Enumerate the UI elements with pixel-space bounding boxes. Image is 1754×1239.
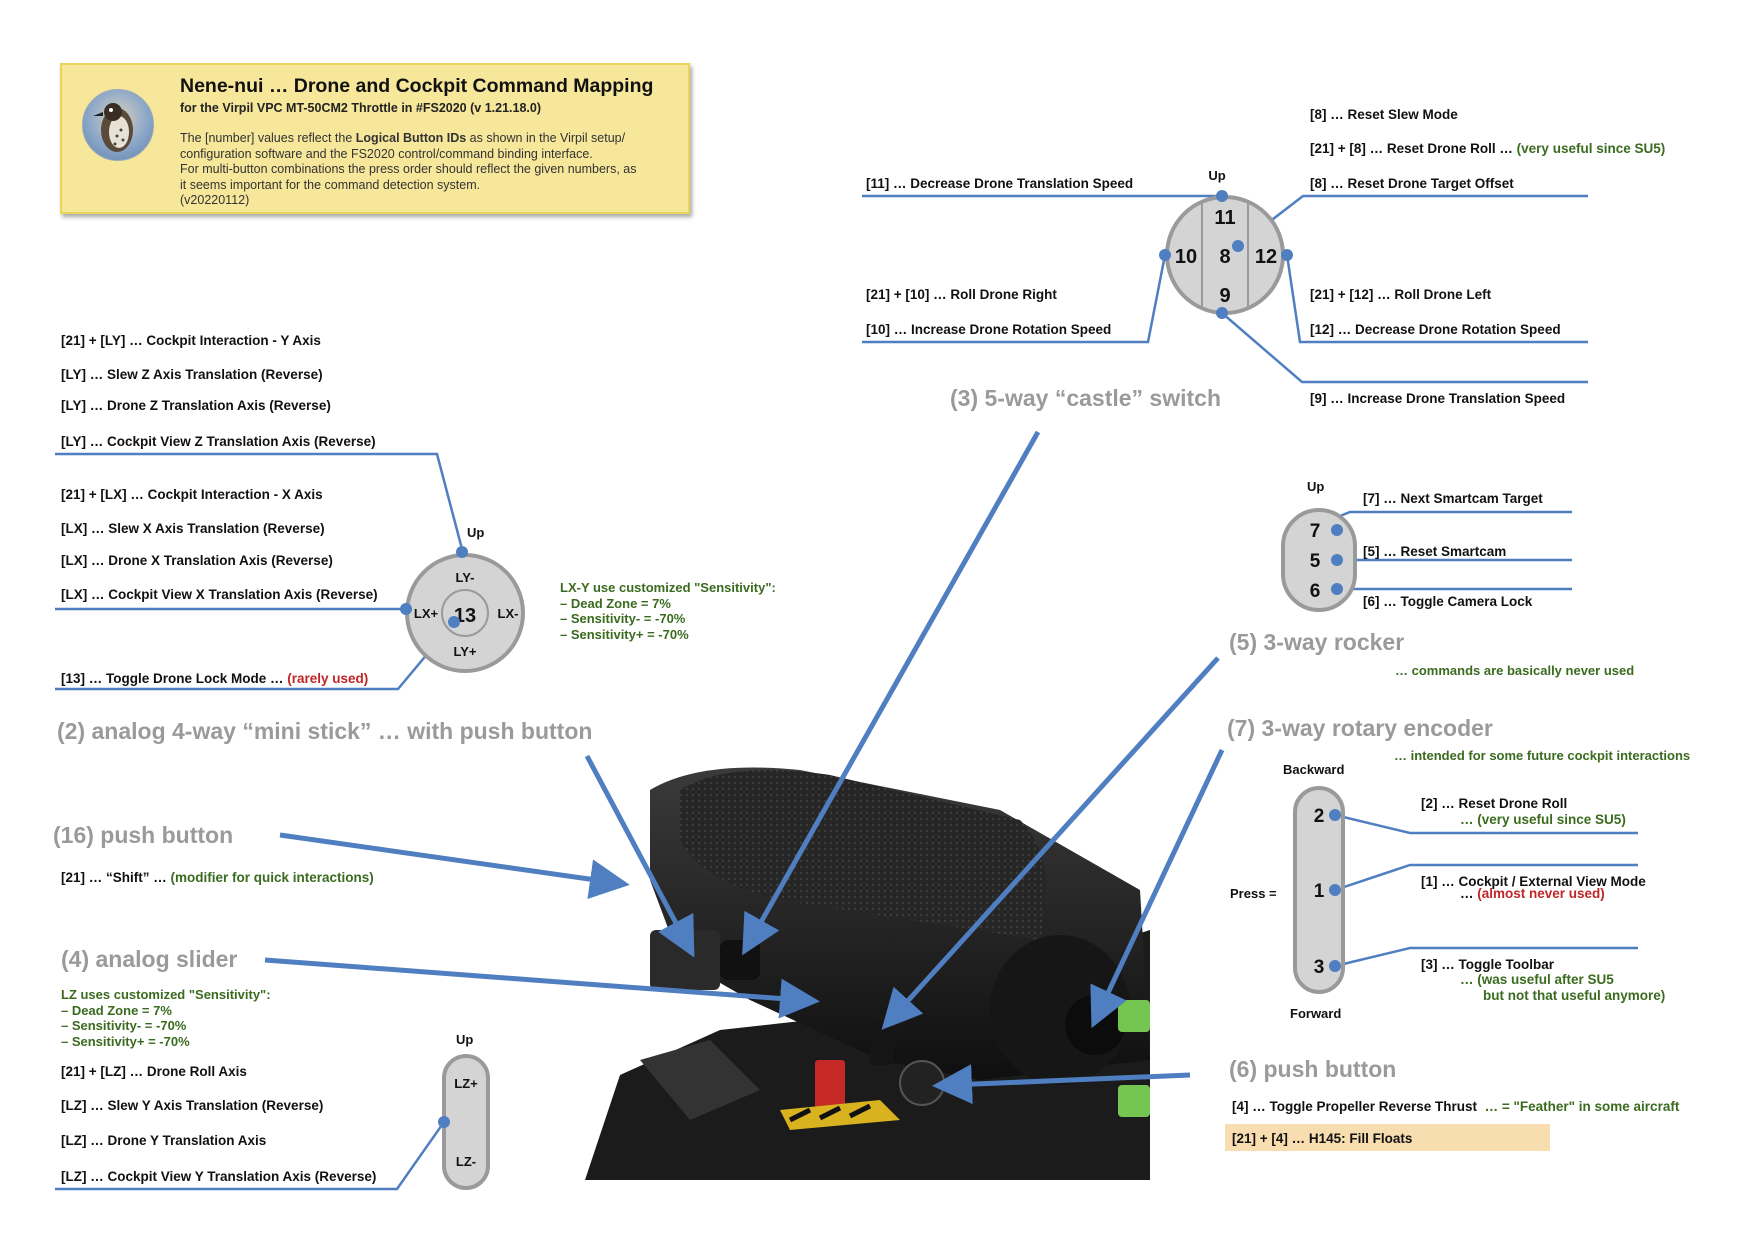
header-description: The [number] values reflect the Logical … <box>180 131 637 207</box>
encoder-cmd-3-note-1: … (was useful after SU5 <box>1460 972 1614 987</box>
slider-sensitivity-note: LZ uses customized "Sensitivity": – Dead… <box>61 987 271 1049</box>
ministick-cmd-ly-drone: [LY] … Drone Z Translation Axis (Reverse… <box>61 398 331 413</box>
slider-bottom-label: LZ- <box>456 1154 476 1169</box>
encoder-cmd-1-note: … (almost never used) <box>1460 886 1605 901</box>
page-subtitle: for the Virpil VPC MT-50CM2 Throttle in … <box>180 101 541 115</box>
rocker-section-title: (5) 3-way rocker <box>1229 629 1405 655</box>
ministick-section-title: (2) analog 4-way “mini stick” … with pus… <box>57 718 593 744</box>
ministick-right-label: LX- <box>498 606 519 621</box>
castle-cmd-21-10: [21] + [10] … Roll Drone Right <box>866 287 1057 302</box>
ministick-cmd-13: [13] … Toggle Drone Lock Mode … (rarely … <box>61 671 369 686</box>
push6-cmd-4: [4] … Toggle Propeller Reverse Thrust … … <box>1232 1099 1680 1114</box>
ministick-cmd-lx-drone: [LX] … Drone X Translation Axis (Reverse… <box>61 553 333 568</box>
castle-cmd-8-slew: [8] … Reset Slew Mode <box>1310 107 1458 122</box>
rocker-top-id: 7 <box>1310 521 1321 542</box>
ministick-bottom-label: LY+ <box>453 644 476 659</box>
castle-center-id: 8 <box>1219 246 1230 268</box>
rocker-up-label: Up <box>1307 479 1325 494</box>
slider-cmd-lz-slew: [LZ] … Slew Y Axis Translation (Reverse) <box>61 1098 324 1113</box>
throttle-photo <box>585 767 1150 1180</box>
push6-cmd-21-4: [21] + [4] … H145: Fill Floats <box>1232 1131 1413 1146</box>
slider-cmd-lz-drone: [LZ] … Drone Y Translation Axis <box>61 1133 267 1148</box>
slider-section-title: (4) analog slider <box>61 946 238 972</box>
rocker-mid-id: 5 <box>1310 551 1321 572</box>
ministick-cmd-ly-slew: [LY] … Slew Z Axis Translation (Reverse) <box>61 367 323 382</box>
castle-up-id: 11 <box>1214 207 1235 229</box>
push16-section-title: (16) push button <box>53 822 234 848</box>
castle-cmd-21-12: [21] + [12] … Roll Drone Left <box>1310 287 1492 302</box>
highlight-box <box>1225 1124 1550 1151</box>
encoder-cmd-1: [1] … Cockpit / External View Mode <box>1421 874 1646 889</box>
rotary-encoder: 2 1 3 <box>1293 786 1345 994</box>
encoder-section-title: (7) 3-way rotary encoder <box>1227 715 1493 741</box>
castle-cmd-12: [12] … Decrease Drone Rotation Speed <box>1310 322 1561 337</box>
slider-up-label: Up <box>456 1032 474 1047</box>
rocker-switch: 7 5 6 <box>1281 508 1357 612</box>
rocker-cmd-5: [5] … Reset Smartcam <box>1363 544 1507 559</box>
castle-cmd-11: [11] … Decrease Drone Translation Speed <box>866 176 1134 191</box>
castle-down-id: 9 <box>1219 285 1230 307</box>
slider-top-label: LZ+ <box>454 1076 478 1091</box>
ministick-left-label: LX+ <box>414 606 439 621</box>
castle-left-id: 10 <box>1175 246 1197 268</box>
green-led-icon <box>1118 1000 1150 1032</box>
push16-cmd-21: [21] … “Shift” … (modifier for quick int… <box>61 870 374 885</box>
eagle-avatar-icon <box>82 89 154 161</box>
red-switch-icon <box>815 1060 845 1110</box>
encoder-cmd-3: [3] … Toggle Toolbar <box>1421 957 1554 972</box>
encoder-top-id: 2 <box>1314 806 1325 827</box>
rocker-note: … commands are basically never used <box>1395 663 1635 678</box>
rocker-bottom-id: 6 <box>1310 581 1321 602</box>
castle-cmd-21-8: [21] + [8] … Reset Drone Roll … (very us… <box>1310 141 1666 156</box>
encoder-cmd-2: [2] … Reset Drone Roll <box>1421 796 1568 811</box>
pointer-arrows <box>264 430 1225 1105</box>
ministick-cmd-lx-view: [LX] … Cockpit View X Translation Axis (… <box>61 587 378 602</box>
encoder-cmd-3-note-2: but not that useful anymore) <box>1483 988 1666 1003</box>
page-title: Nene-nui … Drone and Cockpit Command Map… <box>180 75 654 97</box>
castle-cmd-9: [9] … Increase Drone Translation Speed <box>1310 391 1566 406</box>
encoder-bottom-id: 3 <box>1314 957 1325 978</box>
ministick-sensitivity-note: LX-Y use customized "Sensitivity": – Dea… <box>560 580 776 642</box>
encoder-cmd-2-note: … (very useful since SU5) <box>1460 812 1626 827</box>
encoder-press-label: Press = <box>1230 886 1277 901</box>
ministick-top-label: LY- <box>455 570 474 585</box>
castle-up-label: Up <box>1208 168 1226 183</box>
castle-section-title: (3) 5-way “castle” switch <box>950 385 1221 411</box>
slider-cmd-21-lz: [21] + [LZ] … Drone Roll Axis <box>61 1064 247 1079</box>
ministick-cmd-lx-slew: [LX] … Slew X Axis Translation (Reverse) <box>61 521 325 536</box>
ministick-cmd-ly-view: [LY] … Cockpit View Z Translation Axis (… <box>61 434 376 449</box>
analog-slider: LZ+ LZ- <box>438 1054 490 1190</box>
encoder-note: … intended for some future cockpit inter… <box>1394 748 1691 763</box>
castle-right-id: 12 <box>1255 246 1277 268</box>
encoder-forward-label: Forward <box>1290 1006 1342 1021</box>
green-led-icon <box>1118 1085 1150 1117</box>
castle-cmd-10: [10] … Increase Drone Rotation Speed <box>866 322 1112 337</box>
ministick-cmd-21-lx: [21] + [LX] … Cockpit Interaction - X Ax… <box>61 487 323 502</box>
encoder-backward-label: Backward <box>1283 762 1345 777</box>
castle-cmd-8-target: [8] … Reset Drone Target Offset <box>1310 176 1514 191</box>
ministick-up-label: Up <box>467 525 485 540</box>
encoder-mid-id: 1 <box>1314 881 1325 902</box>
castle-switch: 11 8 10 12 9 <box>1159 190 1293 319</box>
ministick-cmd-21-ly: [21] + [LY] … Cockpit Interaction - Y Ax… <box>61 333 321 348</box>
rocker-cmd-6: [6] … Toggle Camera Lock <box>1363 594 1533 609</box>
callout-lines <box>55 194 1638 1191</box>
mini-stick: LY- LX+ LX- LY+ 13 <box>400 546 525 673</box>
header-card: Nene-nui … Drone and Cockpit Command Map… <box>60 63 690 214</box>
push6-section-title: (6) push button <box>1229 1056 1397 1082</box>
slider-cmd-lz-view: [LZ] … Cockpit View Y Translation Axis (… <box>61 1169 377 1184</box>
rocker-cmd-7: [7] … Next Smartcam Target <box>1363 491 1543 506</box>
